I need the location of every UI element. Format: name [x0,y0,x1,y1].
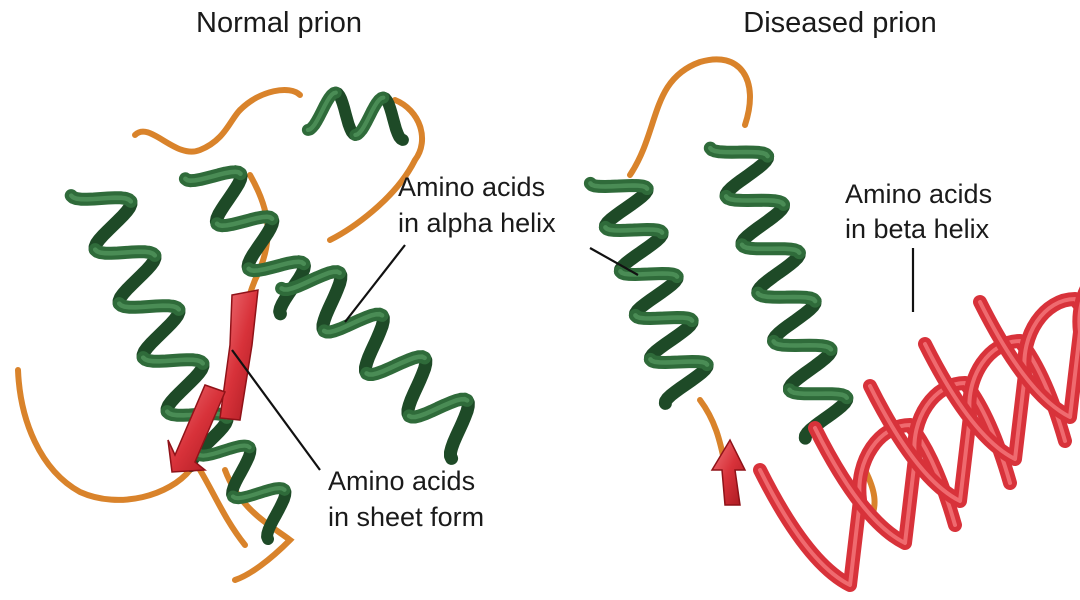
beta-helix-rung-highlight [978,300,1080,419]
loop-segment [627,56,753,178]
callout-alpha-diseased-leader-line [589,247,639,276]
diseased-prion-title: Diseased prion [743,7,936,39]
callout-sheet-line1: Amino acids [328,466,475,496]
alpha-helix-highlight [305,90,386,137]
normal-beta-sheet [167,289,259,473]
callout-beta-helix: Amino acids in beta helix [845,179,992,312]
normal-prion-title: Normal prion [196,7,362,39]
beta-strand-arrow [167,384,227,473]
callout-alpha-line1: Amino acids [398,172,545,202]
alpha-helix-highlight [183,169,307,273]
beta-helix-rung-highlight [923,297,1080,461]
beta-helix-rung-highlight [813,381,1012,545]
callout-beta-line1: Amino acids [845,179,992,209]
callout-alpha-helix: Amino acids in alpha helix [344,172,556,323]
alpha-helix-highlight [195,443,287,501]
loop-segment [327,97,426,243]
callout-beta-line2: in beta helix [845,214,990,244]
callout-sheet-line2: in sheet form [328,502,484,532]
alpha-helix-highlight [279,269,470,420]
loop-segment [197,467,248,548]
diseased-alpha-helices [583,141,854,445]
loop-segment [132,107,243,155]
alpha-helix-highlight [588,181,710,367]
callout-alpha-to-diseased [589,247,639,276]
beta-helix-rung-highlight [758,423,957,587]
loop-segment [237,87,303,113]
normal-alpha-helices [64,86,475,545]
diseased-beta-helix [753,286,1080,592]
alpha-helix-highlight [708,145,850,400]
beta-strand [219,289,259,421]
callout-alpha-line2: in alpha helix [398,208,556,238]
alpha-helix-highlight [68,193,230,420]
diseased-prion-panel: Diseased prion Amino acids in beta helix [583,7,1080,592]
callout-alpha-leader-line [344,244,406,323]
normal-prion-panel: Normal prion Amino acids in [15,7,556,583]
beta-helix-rung-highlight [868,339,1067,503]
beta-strand-arrow [710,438,747,506]
callout-sheet-leader-line [231,349,321,471]
callout-sheet-form: Amino acids in sheet form [231,349,484,532]
diseased-prion-structure [583,56,1080,592]
normal-prion-structure [15,86,475,583]
loop-segment [15,367,193,503]
alpha-helix-back [598,182,714,410]
